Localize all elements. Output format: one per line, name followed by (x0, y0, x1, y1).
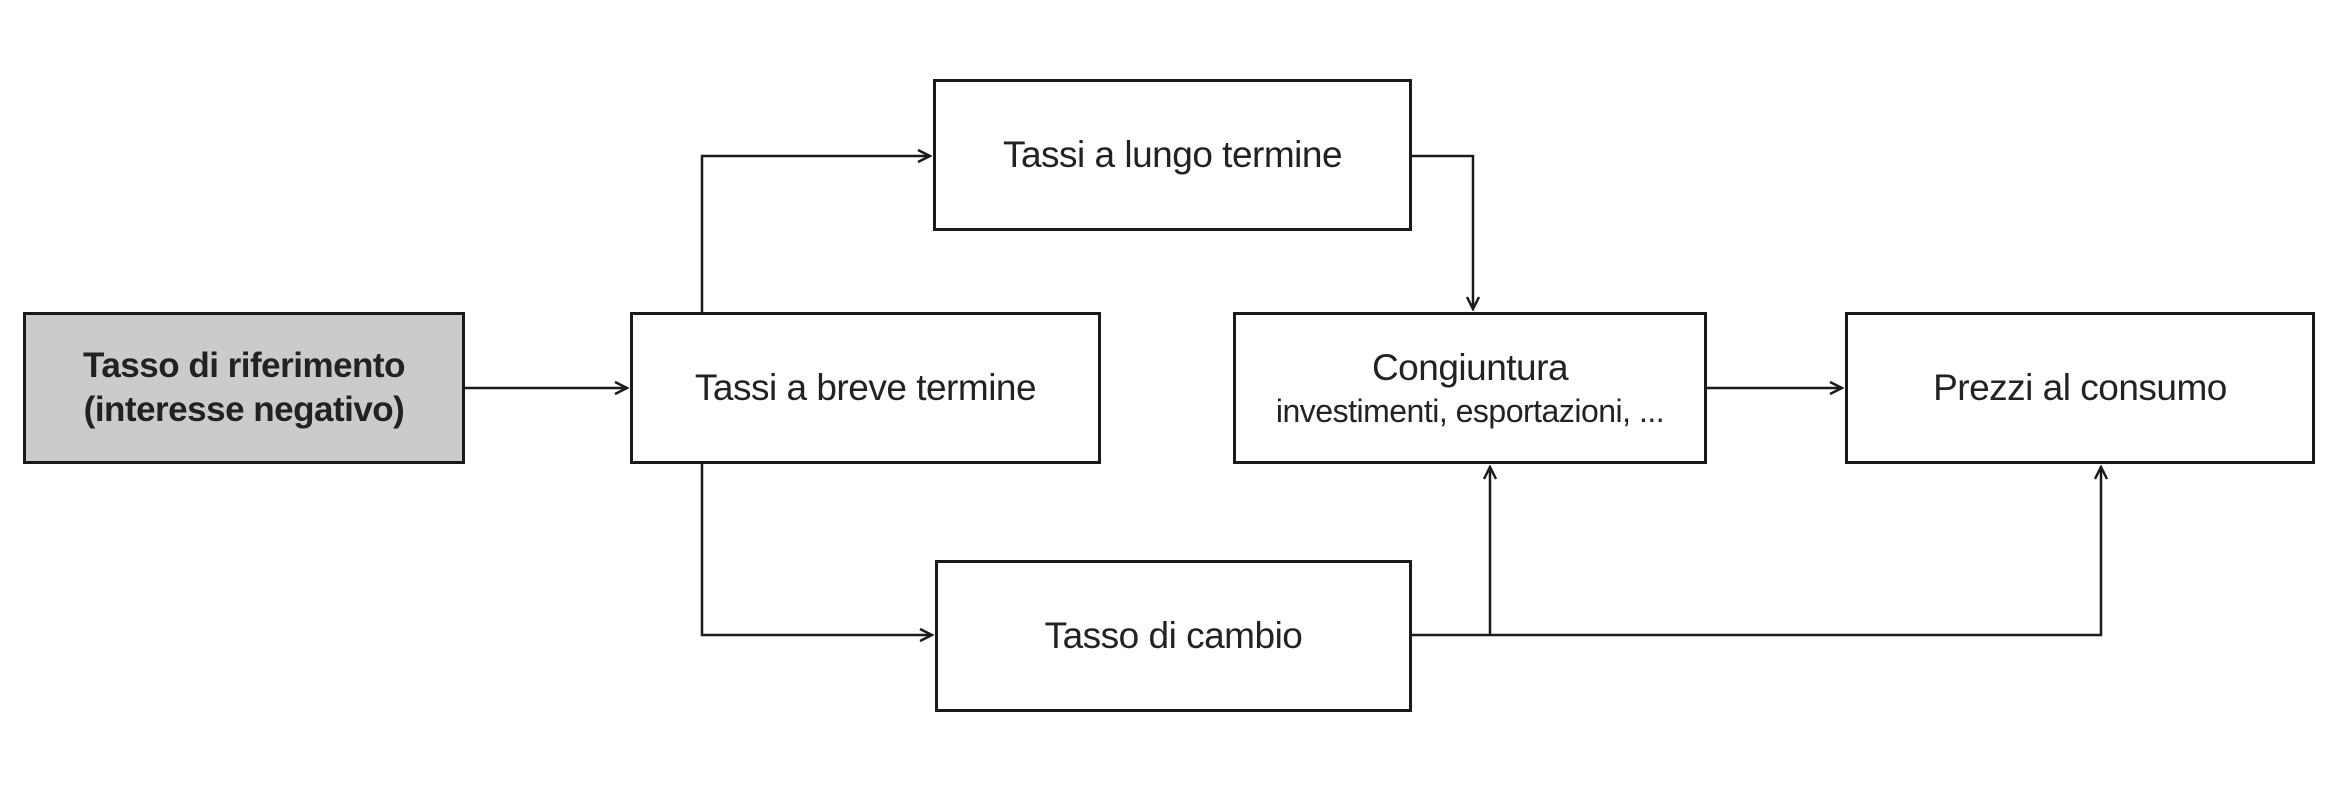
edge-breve-lungo (700, 156, 930, 313)
node-tassi-a-lungo-termine: Tassi a lungo termine (933, 79, 1412, 231)
node-label: Tasso di cambio (1044, 614, 1303, 656)
node-label-line1: Tasso di riferimento (83, 346, 405, 386)
edge-cambio-prezzi (1412, 467, 2101, 637)
node-label: Prezzi al consumo (1933, 366, 2227, 408)
node-label-line2: (interesse negativo) (83, 390, 405, 429)
edge-breve-cambio (700, 463, 932, 635)
node-congiuntura: Congiuntura investimenti, esportazioni, … (1233, 312, 1707, 464)
node-label: Tassi a breve termine (694, 366, 1037, 408)
node-prezzi-al-consumo: Prezzi al consumo (1845, 312, 2315, 464)
node-label: Congiuntura (1371, 346, 1569, 388)
node-tassi-a-breve-termine: Tassi a breve termine (630, 312, 1101, 464)
node-sublabel: investimenti, esportazioni, ... (1275, 393, 1665, 430)
node-tasso-di-cambio: Tasso di cambio (935, 560, 1412, 712)
node-label: Tassi a lungo termine (1002, 133, 1343, 175)
edge-lungo-congiuntura (1412, 154, 1473, 309)
node-tasso-di-riferimento: Tasso di riferimento (interesse negativo… (23, 312, 465, 464)
